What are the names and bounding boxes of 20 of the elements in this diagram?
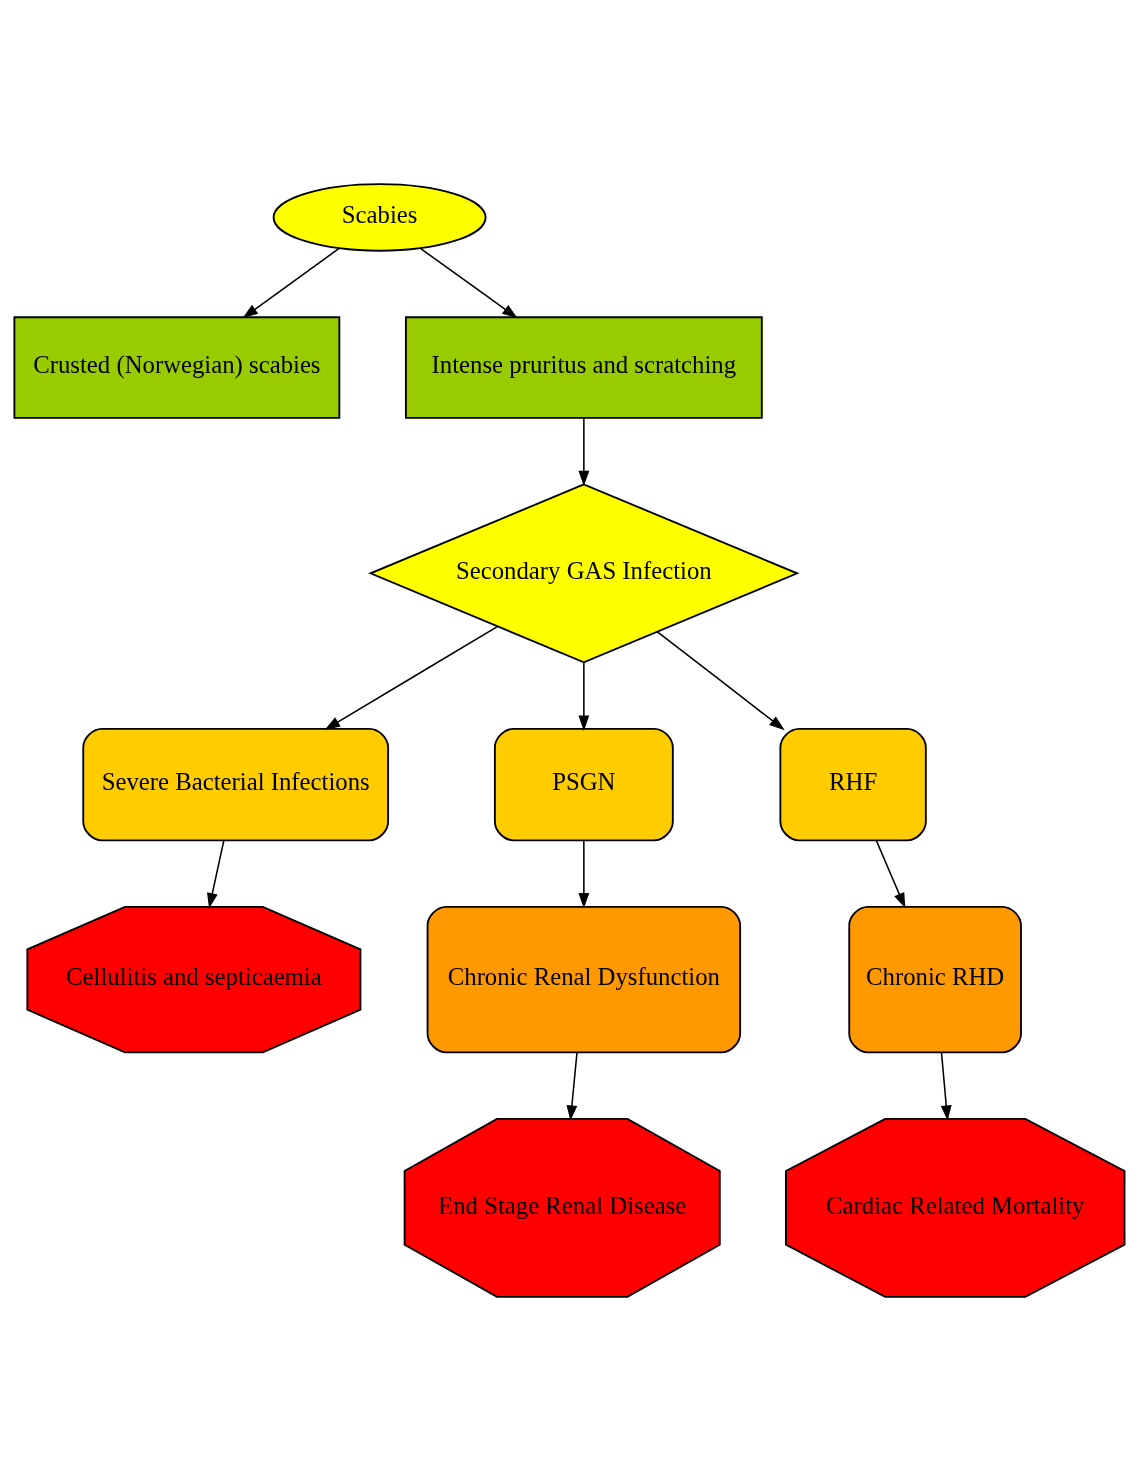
arrow	[578, 661, 590, 732]
node-box: Crusted (Norwegian) scabies	[13, 316, 341, 419]
arrow	[242, 247, 340, 319]
arrow	[419, 247, 518, 319]
arrow	[656, 631, 785, 731]
node-box: Intense pruritus and scratching	[404, 316, 763, 419]
arrow	[566, 1051, 578, 1121]
arrow	[578, 839, 590, 909]
node-box: Severe Bacterial Infections	[82, 727, 390, 842]
arrow	[940, 1051, 952, 1121]
arrow	[324, 625, 499, 730]
node-diamond: Secondary GAS Infection	[368, 483, 800, 664]
arrow	[875, 839, 906, 909]
node-ellipse: Scabies	[272, 183, 487, 252]
node-box: RHF	[779, 727, 927, 842]
arrow	[578, 417, 590, 487]
node-box: Chronic RHD	[848, 905, 1022, 1054]
node-box: PSGN	[493, 727, 674, 842]
node-box: Chronic Renal Dysfunction	[426, 905, 742, 1054]
arrow	[207, 839, 225, 909]
